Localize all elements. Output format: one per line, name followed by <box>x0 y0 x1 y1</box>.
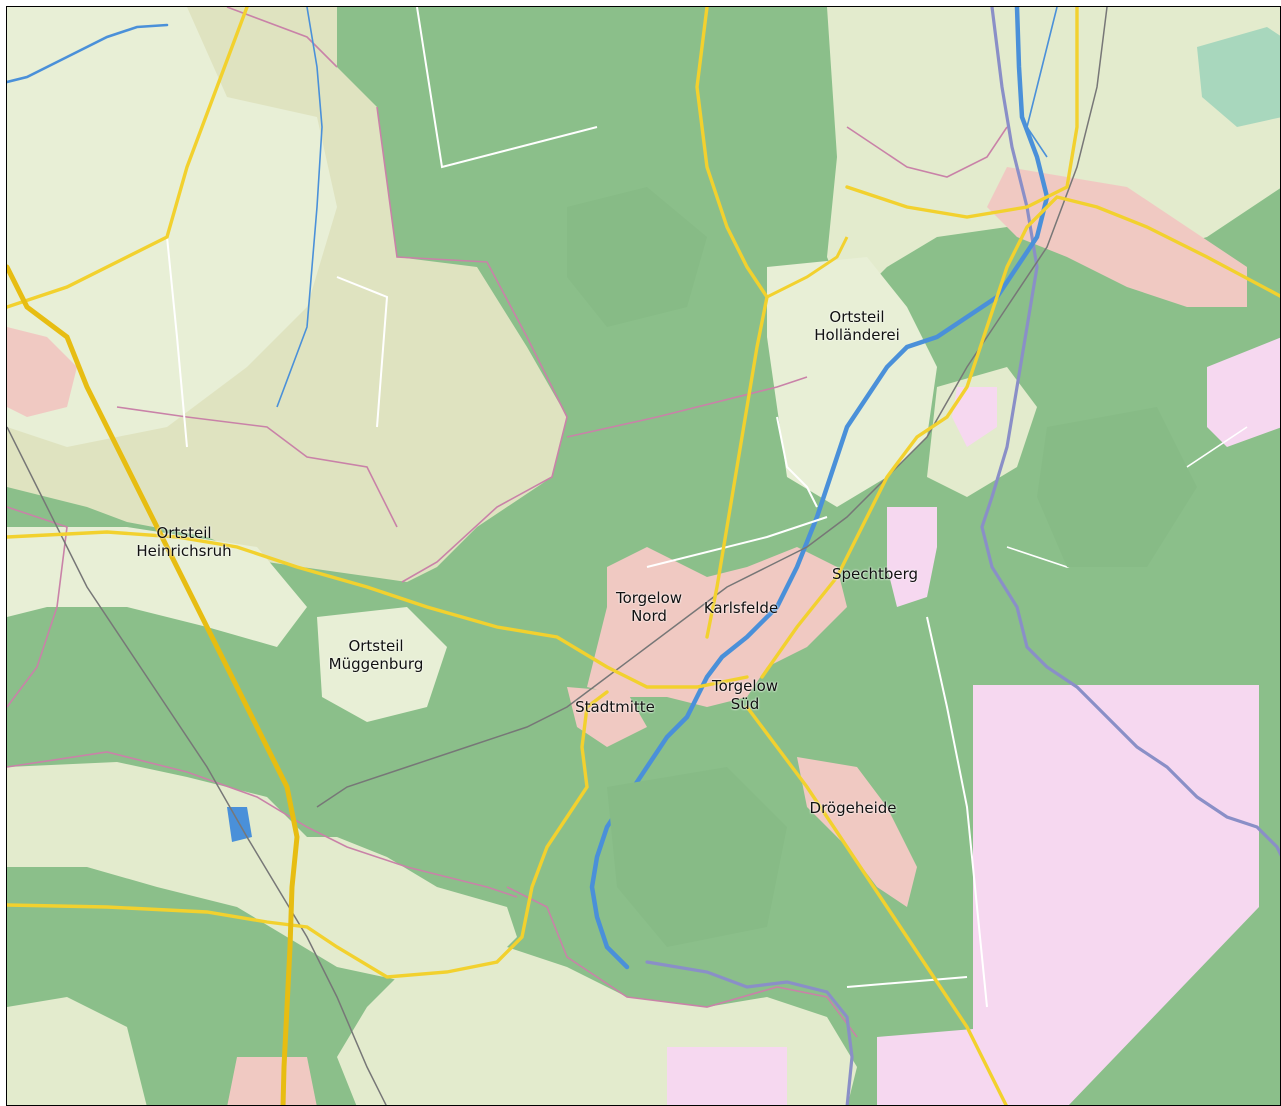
minor-road-8 <box>776 416 818 508</box>
motorway-a <box>7 264 300 1105</box>
minor-road-2 <box>166 236 188 448</box>
road-holla-west <box>766 236 849 299</box>
railway-main <box>316 7 1108 808</box>
municipal-boundary-2 <box>116 406 398 528</box>
place-label-line: Torgelow <box>615 589 683 607</box>
minor-road-4 <box>646 516 828 568</box>
river-northwest <box>7 23 169 84</box>
map-canvas <box>7 7 1280 1105</box>
forest-patch-1 <box>567 187 707 327</box>
place-label-mueggenburg: Ortsteil Müggenburg <box>329 637 424 673</box>
municipal-boundary-3 <box>566 376 808 438</box>
industrial-area-holla <box>952 387 997 447</box>
open-land-southwest <box>7 762 517 982</box>
minor-road-7 <box>846 976 968 988</box>
place-label-line: Müggenburg <box>328 655 424 673</box>
place-label-spechtberg: Spechtberg <box>832 565 918 583</box>
road-stadtmitte-south <box>7 690 609 979</box>
place-label-line: Karlsfelde <box>703 599 779 617</box>
settlement-stadtmitte <box>567 687 647 747</box>
road-northeast-east <box>845 7 1079 219</box>
municipal-boundary-7 <box>7 506 68 708</box>
municipal-boundary-4 <box>7 751 518 898</box>
stream-northeast <box>1026 7 1058 158</box>
open-land-west-strip <box>7 527 307 647</box>
industrial-area-south <box>667 1047 787 1105</box>
place-label-line: Nord <box>631 607 667 625</box>
open-land-bottom-left <box>7 997 147 1105</box>
forest-patch-2 <box>1037 407 1197 567</box>
place-label-line: Spechtberg <box>831 565 919 583</box>
place-label-line: Ortsteil <box>156 524 212 542</box>
industrial-area-east <box>1207 337 1280 447</box>
place-label-droegeheide: Drögeheide <box>810 799 897 817</box>
industrial-area-south-2 <box>877 1027 997 1105</box>
settlement-west <box>7 327 77 417</box>
national-border-south <box>645 960 854 1105</box>
place-label-karlsfelde: Karlsfelde <box>704 599 778 617</box>
railway-west <box>7 426 387 1105</box>
road-b109-north <box>695 7 769 639</box>
municipal-boundary-8 <box>226 7 338 68</box>
settlement-torgelow <box>587 547 847 707</box>
place-label-heinrichsruh: Ortsteil Heinrichsruh <box>136 524 231 560</box>
municipal-boundary-6 <box>846 126 1008 178</box>
place-label-line: Heinrichsruh <box>136 542 232 560</box>
place-label-line: Ortsteil <box>348 637 404 655</box>
road-heinrichsruh <box>7 530 749 689</box>
place-label-stadtmitte: Stadtmitte <box>575 698 655 716</box>
industrial-area-large <box>973 685 1259 1105</box>
place-label-line: Drögeheide <box>809 799 897 817</box>
municipal-boundary-5 <box>506 886 858 1038</box>
settlement-south <box>227 1057 317 1105</box>
minor-road-1 <box>416 7 598 169</box>
lake-green-northeast <box>1197 27 1280 127</box>
place-label-torgelow-sued: Torgelow Süd <box>712 677 778 713</box>
place-label-line: Holländerei <box>814 326 900 344</box>
map-view[interactable]: Ortsteil Holländerei Ortsteil Heinrichsr… <box>6 6 1281 1106</box>
national-border <box>980 7 1280 857</box>
stream-north <box>276 7 323 408</box>
place-label-line: Süd <box>730 695 760 713</box>
place-label-line: Stadtmitte <box>575 698 655 716</box>
minor-road-5 <box>926 616 988 1008</box>
industrial-area-spechtberg <box>887 507 937 607</box>
settlement-droegeheide <box>797 757 917 907</box>
place-label-hollaenderei: Ortsteil Holländerei <box>814 308 899 344</box>
municipal-boundary-1 <box>376 106 568 583</box>
open-land-northwest <box>7 7 337 447</box>
place-label-torgelow-nord: Torgelow Nord <box>616 589 682 625</box>
road-spechtberg <box>760 195 1280 679</box>
road-droegeheide <box>745 705 1008 1105</box>
forest-patch-3 <box>607 767 787 947</box>
open-land-mueggenburg <box>317 607 447 722</box>
open-land-holla <box>767 257 937 507</box>
road-northwest <box>7 7 249 309</box>
place-label-line: Ortsteil <box>829 308 885 326</box>
place-label-line: Torgelow <box>711 677 779 695</box>
minor-road-3 <box>336 276 389 428</box>
